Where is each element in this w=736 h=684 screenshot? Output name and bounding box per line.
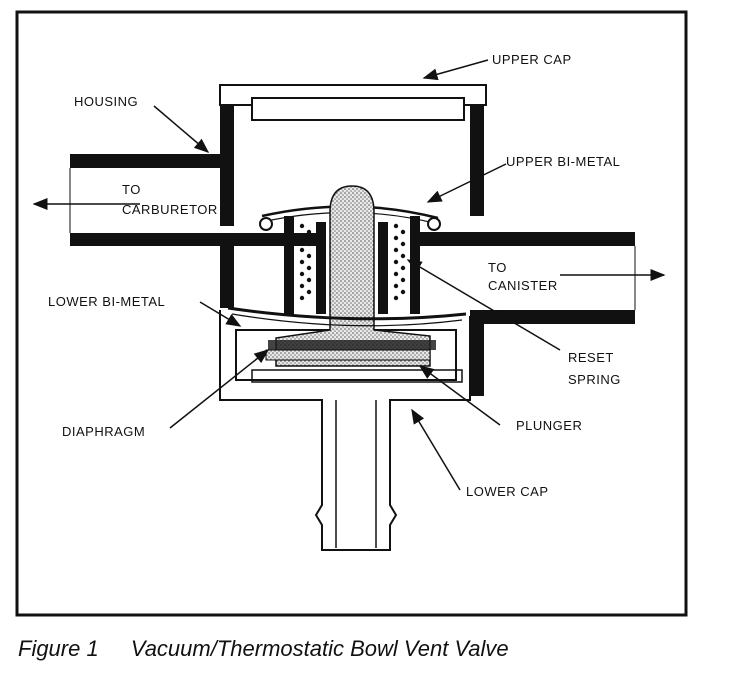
label-upper-cap: UPPER CAP [492,52,572,67]
label-reset-spring-line2: SPRING [568,372,621,387]
label-diaphragm: DIAPHRAGM [62,424,145,439]
label-plunger: PLUNGER [516,418,582,433]
label-to-carburetor-line2: CARBURETOR [122,202,218,217]
diaphragm [268,340,436,350]
lower-bimetal [227,306,467,327]
label-upper-bimetal: UPPER BI-METAL [506,154,620,169]
figure-title: Vacuum/Thermostatic Bowl Vent Valve [130,636,509,661]
label-lower-bimetal: LOWER BI-METAL [48,294,165,309]
label-housing: HOUSING [74,94,138,109]
figure-caption: Figure 1 Vacuum/Thermostatic Bowl Vent V… [18,636,509,662]
label-lower-cap: LOWER CAP [466,484,549,499]
label-to-canister-line1: TO [488,260,507,275]
plunger [275,185,431,367]
upper-cap [219,84,487,121]
label-to-canister-line2: CANISTER [488,278,558,293]
reset-spring [299,223,406,301]
diaphragm-disc [265,349,431,361]
figure-number: Figure 1 [18,636,99,661]
label-to-carburetor-line1: TO [122,182,141,197]
label-reset-spring-line1: RESET [568,350,614,365]
leader-lines [153,59,561,491]
lower-cap-body [219,310,471,551]
figure-frame [15,10,688,617]
